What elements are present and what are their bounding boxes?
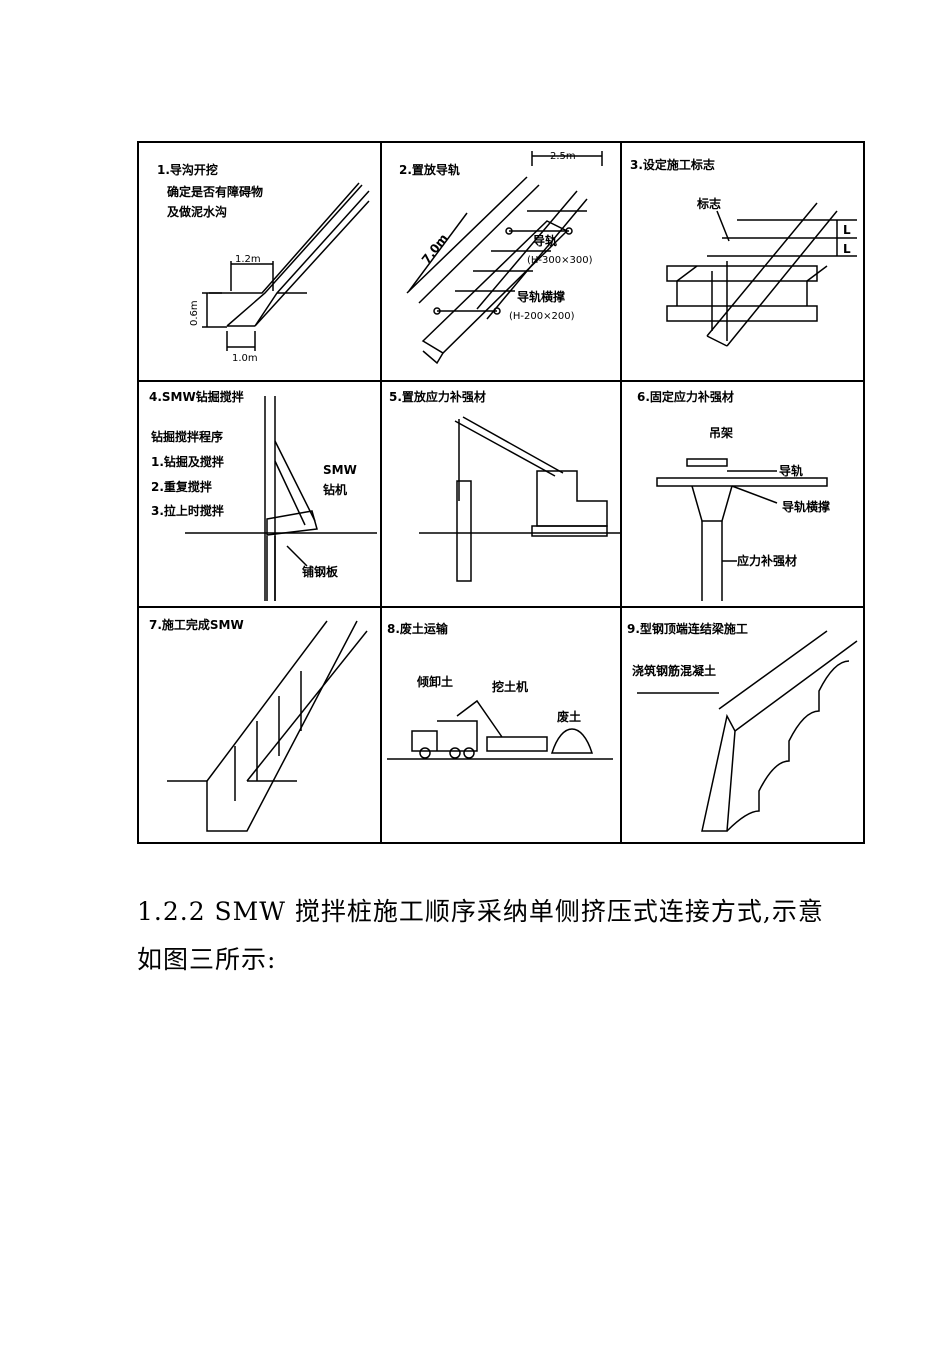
panel-9-title: 9.型钢顶端连结梁施工 <box>627 621 748 636</box>
panel-6: 6.固定应力补强材 吊架 导轨 导轨横撑 应力补强材 <box>637 389 830 601</box>
svg-text:确定是否有障碍物: 确定是否有障碍物 <box>167 184 263 199</box>
panel-5-title: 5.置放应力补强材 <box>389 389 486 404</box>
svg-text:导轨: 导轨 <box>533 233 557 248</box>
svg-text:导轨横撑: 导轨横撑 <box>517 289 565 304</box>
figure-border <box>137 141 865 844</box>
svg-text:钻机: 钻机 <box>323 482 347 497</box>
svg-text:(H-200×200): (H-200×200) <box>509 311 575 322</box>
panel-6-title: 6.固定应力补强材 <box>637 389 734 404</box>
svg-text:浇筑钢筋混凝土: 浇筑钢筋混凝土 <box>632 663 716 678</box>
svg-text:2.重复搅拌: 2.重复搅拌 <box>151 479 212 494</box>
svg-text:1.钻掘及搅拌: 1.钻掘及搅拌 <box>151 454 224 469</box>
panel-5: 5.置放应力补强材 <box>389 389 621 582</box>
panel-7: 7.施工完成SMW <box>149 617 368 832</box>
construction-sequence-figure: 1.导沟开挖 确定是否有障碍物 及做泥水沟 1.2m 0.6m 1.0m 2.置… <box>137 141 865 844</box>
panel-4-title: 4.SMW钻掘搅拌 <box>149 389 244 404</box>
svg-text:1.2m: 1.2m <box>235 254 261 265</box>
panel-8-title: 8.废土运输 <box>387 621 449 636</box>
svg-text:L: L <box>843 223 851 237</box>
panel-1-title: 1.导沟开挖 <box>157 162 218 177</box>
svg-text:3.拉上时搅拌: 3.拉上时搅拌 <box>151 503 224 518</box>
panel-8: 8.废土运输 倾卸土 挖土机 废土 <box>387 621 613 760</box>
svg-text:应力补强材: 应力补强材 <box>737 553 797 568</box>
panel-7-title: 7.施工完成SMW <box>149 617 244 632</box>
panel-2-title: 2.置放导轨 <box>399 162 460 177</box>
svg-text:导轨: 导轨 <box>779 463 803 478</box>
svg-text:钻掘搅拌程序: 钻掘搅拌程序 <box>151 429 223 444</box>
caption-line-1: 1.2.2 SMW 搅拌桩施工顺序采纳单侧挤压式连接方式,示意 <box>137 897 824 926</box>
svg-text:铺钢板: 铺钢板 <box>302 564 339 579</box>
svg-text:及做泥水沟: 及做泥水沟 <box>167 204 227 219</box>
panel-4: 4.SMW钻掘搅拌 钻掘搅拌程序 1.钻掘及搅拌 2.重复搅拌 3.拉上时搅拌 … <box>149 389 377 601</box>
panel-9: 9.型钢顶端连结梁施工 浇筑钢筋混凝土 <box>627 621 858 832</box>
panel-3-title: 3.设定施工标志 <box>630 157 715 172</box>
svg-text:2.5m: 2.5m <box>550 151 576 162</box>
svg-text:导轨横撑: 导轨横撑 <box>782 499 830 514</box>
svg-text:标志: 标志 <box>696 196 721 211</box>
caption-paragraph: 1.2.2 SMW 搅拌桩施工顺序采纳单侧挤压式连接方式,示意 如图三所示: <box>137 888 857 984</box>
panel-3: 3.设定施工标志 L L 标志 <box>630 157 857 347</box>
caption-line-2: 如图三所示: <box>137 945 277 974</box>
svg-text:0.6m: 0.6m <box>189 300 200 326</box>
svg-text:废土: 废土 <box>557 709 581 724</box>
svg-text:7.0m: 7.0m <box>419 231 451 266</box>
panel-2: 2.置放导轨 2.5m 7.0m 导轨 (H-300×300) 导轨横撑 (H-… <box>399 151 603 365</box>
panel-1: 1.导沟开挖 确定是否有障碍物 及做泥水沟 1.2m 0.6m 1.0m <box>157 162 370 364</box>
svg-text:挖土机: 挖土机 <box>492 679 528 694</box>
svg-text:1.0m: 1.0m <box>232 353 258 364</box>
svg-text:SMW: SMW <box>323 463 357 477</box>
svg-text:倾卸土: 倾卸土 <box>416 674 453 689</box>
svg-text:L: L <box>843 242 851 256</box>
svg-text:吊架: 吊架 <box>709 425 733 440</box>
svg-text:(H-300×300): (H-300×300) <box>527 255 593 266</box>
